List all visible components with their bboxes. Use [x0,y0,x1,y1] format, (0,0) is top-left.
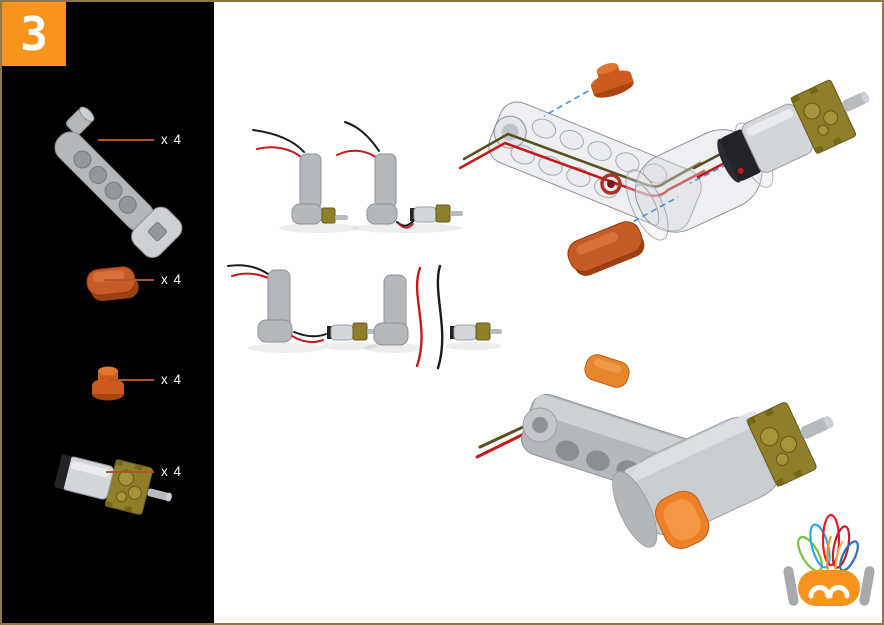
angular-beam-icon [54,106,183,258]
gear-motor-shape [54,454,172,515]
logo-feathers [797,513,859,573]
routed-wires [458,132,706,198]
callout-line [110,378,154,381]
logo-head [798,570,860,606]
assembled-gearbox [746,402,834,487]
exploded-round-peg [590,62,634,98]
exploded-gear-motor [717,79,870,183]
callout-line [104,278,154,281]
photo-loose-parts [227,264,502,370]
subassembly-photo-2 [336,121,463,233]
rounded-cap-shape [86,266,139,302]
callout-angular-beam: x 4 [98,132,182,147]
subassembly-photo-1 [252,129,359,233]
angular-beam-shape [54,106,183,258]
part-qty: x 4 [161,464,183,479]
callout-rounded-cap: x 4 [104,272,182,287]
callout-line [98,138,154,141]
logo-eyes [808,585,850,599]
part-qty: x 4 [161,132,183,147]
callout-line [106,470,154,473]
robot-mascot-logo [783,513,875,606]
gear-motor-icon [54,454,172,515]
exploded-assembly-diagram [458,62,870,276]
step-number-badge: 3 [2,2,66,66]
logo-ears [783,566,875,606]
top-rounded-cap [584,354,630,388]
loose-black-wire [436,264,444,370]
subassembly-photo-3 [227,264,379,353]
rounded-cap-icon [86,266,139,302]
round-peg-shape [92,366,124,401]
parts-sidebar: 3 x 4 [2,2,214,623]
photo-beam-motor-pair [252,121,463,233]
peg-axis-dashed-line [543,85,598,117]
callout-round-peg: x 4 [110,372,182,387]
loose-red-wire [415,266,423,368]
exploded-rounded-cap [567,221,645,276]
completed-assembly-diagram [475,354,834,549]
step-number: 3 [20,7,48,61]
motor-mount-ring [600,173,622,195]
part-qty: x 4 [161,372,183,387]
callout-gear-motor: x 4 [106,464,182,479]
loose-beam-wires-motor [364,264,502,370]
round-peg-icon [92,366,124,401]
front-rounded-cap [655,490,710,549]
part-qty: x 4 [161,272,183,287]
